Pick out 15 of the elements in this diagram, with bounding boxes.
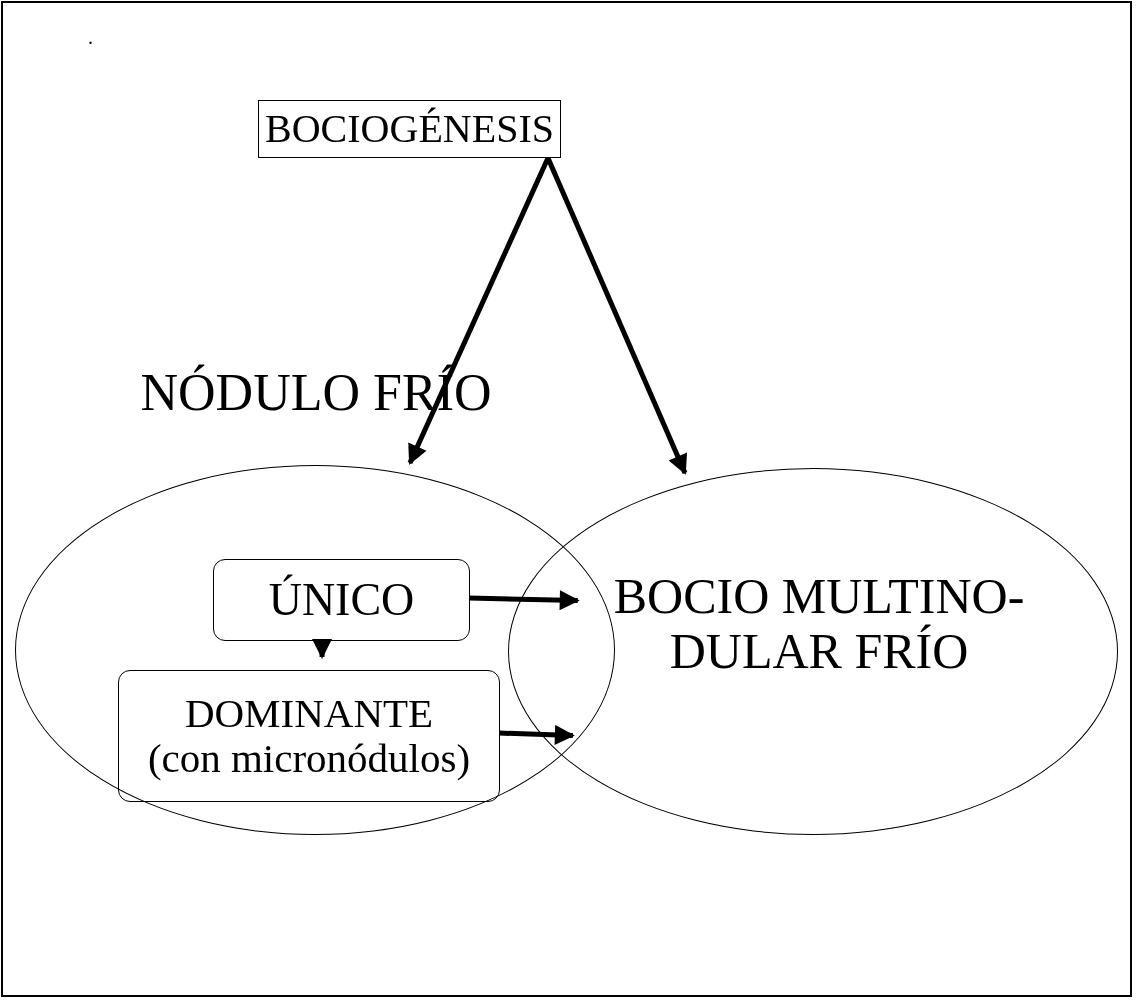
box-label: (con micronódulos) [147,736,471,782]
ellipse-label: BOCIO MULTINO- DULAR FRÍO [612,569,1026,679]
ellipse-node [508,468,1118,835]
box-label: DOMINANTE [184,690,434,736]
arrow [312,638,332,659]
arrow [498,724,575,745]
process-box [258,100,561,158]
rounded-box [213,559,470,641]
dot-mark: . [88,26,93,49]
arrow [468,590,580,611]
arrow [545,157,688,475]
box-label: BOCIOGÉNESIS [265,107,554,151]
box-label: ÚNICO [268,574,415,626]
arrow [407,156,551,465]
rounded-box [118,670,500,802]
